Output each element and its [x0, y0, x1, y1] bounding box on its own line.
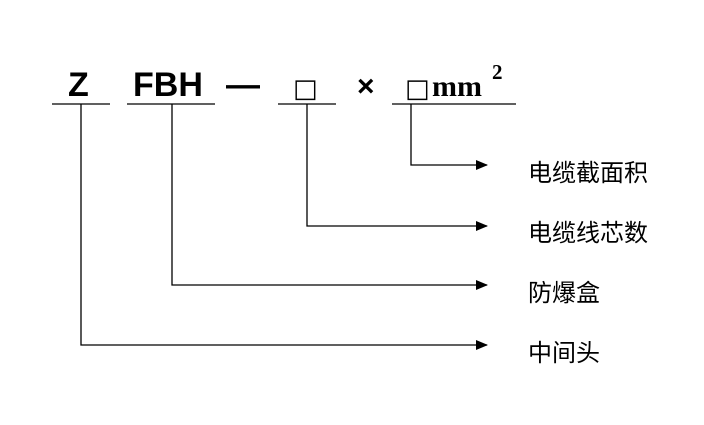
area-placeholder-box: □ [405, 74, 430, 104]
prefix-z: Z [68, 66, 89, 104]
label-explosion-proof-box: 防爆盒 [528, 279, 600, 307]
leader-core-count [306, 104, 488, 231]
leader-explosion-box [171, 104, 488, 290]
leader-cross-section [410, 104, 488, 170]
cores-placeholder-box: □ [293, 74, 318, 104]
unit-exponent: 2 [492, 60, 503, 84]
times-sign: × [357, 70, 375, 103]
dash-separator: — [226, 66, 260, 104]
box-type-fbh: FBH [133, 66, 203, 104]
leader-joint [80, 104, 488, 350]
unit-mm: mm [432, 70, 482, 103]
label-cable-core-count: 电缆线芯数 [528, 219, 648, 247]
label-cable-cross-section: 电缆截面积 [528, 159, 648, 187]
label-intermediate-joint: 中间头 [528, 339, 600, 367]
